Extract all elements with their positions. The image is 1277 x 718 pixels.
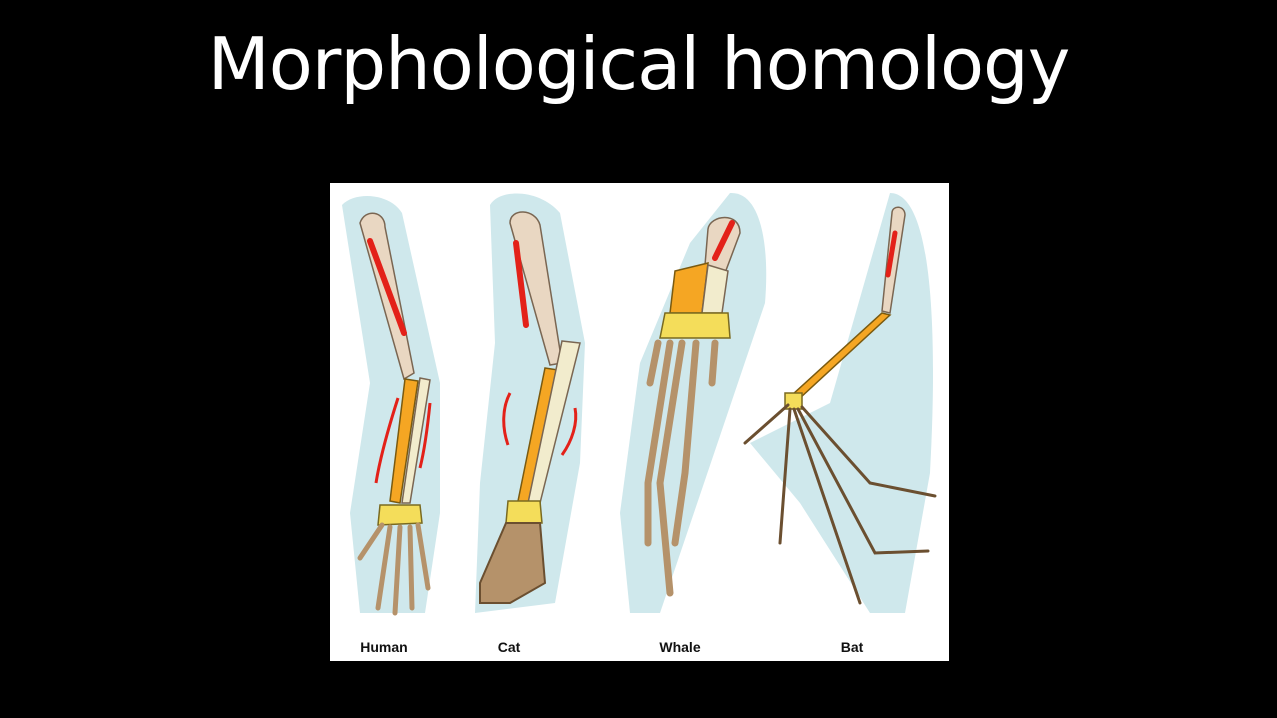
limb-diagram [342,192,937,616]
human-red-arc-right [418,402,432,469]
whale-carpals [659,312,731,339]
cat-phalanges [479,522,547,604]
cat-red-arc-left [502,392,512,446]
human-carpals [377,504,423,526]
bat-red-mark [885,230,898,278]
cat-carpals [505,500,543,524]
cat-limb [479,211,581,604]
cat-red-mark [513,240,529,328]
cat-humerus [509,211,563,366]
bat-phalanges [743,403,937,605]
human-ulna [401,377,431,504]
human-red-mark [367,238,407,336]
human-red-arc-left [374,397,400,484]
human-limb [357,212,432,616]
bat-humerus [881,206,906,314]
bat-limb [743,206,937,605]
slide-title: Morphological homology [207,22,1071,106]
whale-limb [644,216,741,597]
label-bat: Bat [840,639,864,655]
cat-silhouette [475,193,585,613]
whale-red-mark [712,220,735,261]
label-cat: Cat [497,639,521,655]
human-radius [389,378,419,504]
whale-phalanges [644,339,719,597]
cat-red-arc-right [560,407,578,456]
label-human: Human [360,639,408,655]
human-phalanges [357,522,431,616]
label-whale: Whale [659,639,701,655]
homology-figure: Human Cat Whale Bat [330,183,949,661]
